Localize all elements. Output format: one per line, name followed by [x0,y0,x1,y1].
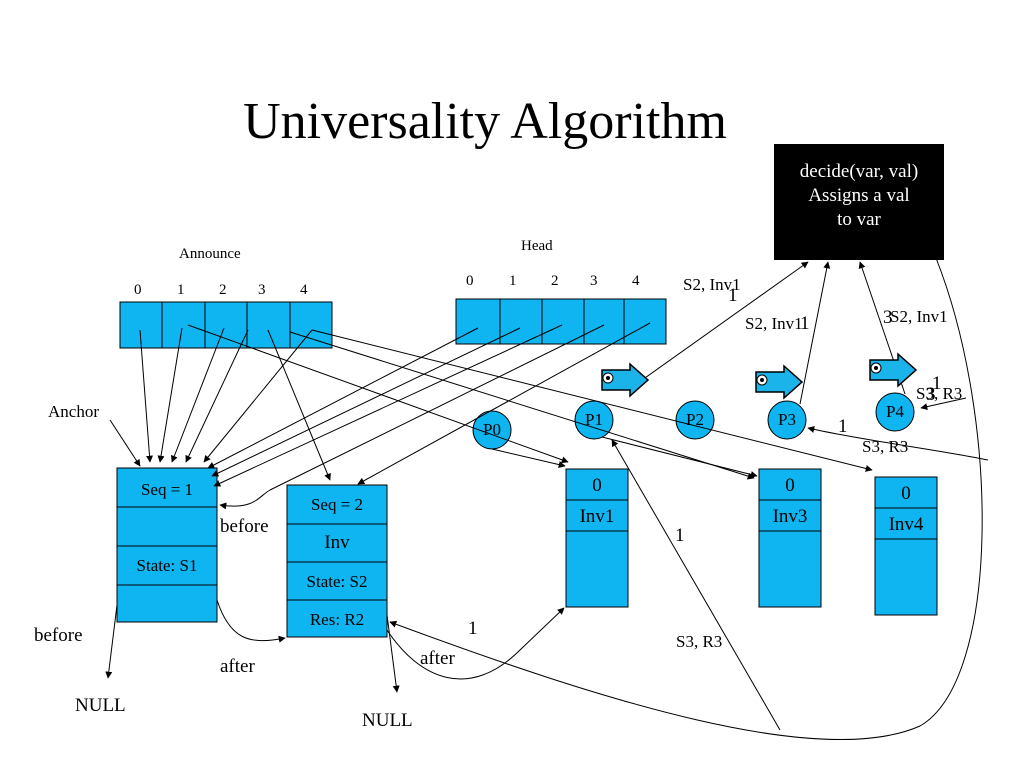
decide-line-1: decide(var, val) [799,161,919,182]
node1-seq: Seq = 1 [140,480,194,499]
announce-array [119,301,333,349]
decide-line-3: to var [837,209,881,230]
node-inv4-inv: Inv4 [888,514,924,535]
announce-index: 4 [300,282,308,298]
decide-info-box: decide(var, val) Assigns a val to var [774,144,944,260]
before-label: before [34,625,83,646]
node-inv1-seq: 0 [592,475,602,496]
annotation-s3-r3: S3, R3 [676,632,723,651]
process-label: P4 [886,402,904,421]
annotation-3: 3 [883,307,893,328]
anchor-label: Anchor [48,402,99,421]
null-label: NULL [75,695,126,716]
after-label: after [220,656,255,677]
annotation-s2-inv1: S2, Inv1 [683,275,741,294]
node-inv3-box [758,468,822,608]
annotation-1: 1 [838,416,848,437]
annotation-s3-r3: S3, R3 [916,384,963,403]
head-index: 0 [466,273,474,289]
node1-state: State: S1 [136,556,198,575]
announce-index: 1 [177,282,185,298]
annotation-1: 1 [932,373,942,394]
annotation-1: 1 [800,313,810,334]
decide-line-2: Assigns a val [808,185,910,206]
node-inv1-box [565,468,629,608]
node-seq1 [116,467,218,623]
node2-res: Res: R2 [309,610,365,629]
head-index: 1 [509,273,517,289]
announce-index: 2 [219,282,227,298]
misc-arrows [105,419,565,693]
node-inv4-seq: 0 [901,483,911,504]
annotation-s2-inv1: S2, Inv1 [745,314,803,333]
after-label: after [420,648,455,669]
node-inv1-inv: Inv1 [579,506,615,527]
head-label: Head [521,238,553,254]
head-array [455,298,667,345]
head-index: 2 [551,273,559,289]
node-inv3-inv: Inv3 [772,506,808,527]
annotation-s3-r3: S3, R3 [862,437,909,456]
pointing-hand-icon [601,362,650,398]
node-seq2 [286,484,388,638]
annotation-3: 3 [926,384,936,405]
annotation-1: 1 [468,618,478,639]
announce-index: 3 [258,282,266,298]
node-inv3-seq: 0 [785,475,795,496]
pointing-hand-icon [755,364,804,400]
process-label: P0 [483,420,501,439]
node2-seq: Seq = 2 [310,495,364,514]
head-arrows [207,322,651,510]
pointing-hand-icon [869,352,918,388]
page-title: Universality Algorithm [243,93,727,150]
node2-state: State: S2 [306,572,368,591]
node-inv4-box [874,476,938,616]
annotation-1: 1 [728,285,738,306]
process-label: P2 [686,410,704,429]
announce-arrows [139,324,873,481]
before-label: before [220,516,269,537]
annotation-s2-inv1: S2, Inv1 [890,307,948,326]
process-label: P3 [778,410,796,429]
null-label: NULL [362,710,413,731]
head-index: 3 [590,273,598,289]
head-index: 4 [632,273,640,289]
process-label: P1 [585,410,603,429]
process-circles [472,392,915,450]
node2-inv: Inv [324,532,350,553]
annotation-1: 1 [675,525,685,546]
announce-label: Announce [179,246,241,262]
announce-index: 0 [134,282,142,298]
